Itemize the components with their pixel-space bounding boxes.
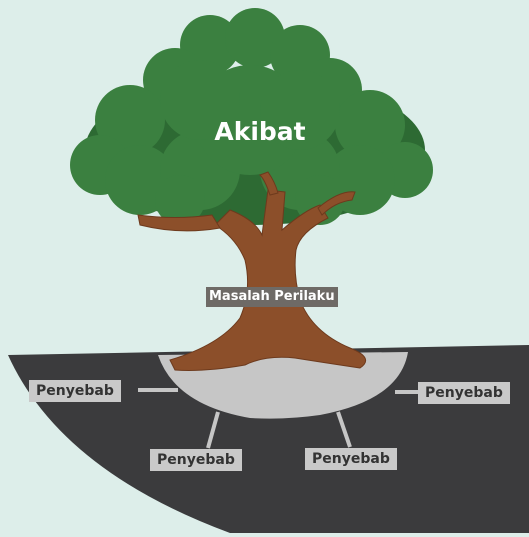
root-lines (138, 388, 418, 449)
tree-canopy (70, 8, 433, 225)
effect-label: Akibat (214, 117, 306, 146)
cause-label-left: Penyebab (29, 380, 121, 402)
cause-label-bottom-left: Penyebab (150, 449, 242, 471)
problem-label: Masalah Perilaku (206, 287, 338, 307)
cause-label-right: Penyebab (418, 382, 510, 404)
cause-label-bottom-right: Penyebab (305, 448, 397, 470)
tree-trunk (137, 171, 367, 371)
